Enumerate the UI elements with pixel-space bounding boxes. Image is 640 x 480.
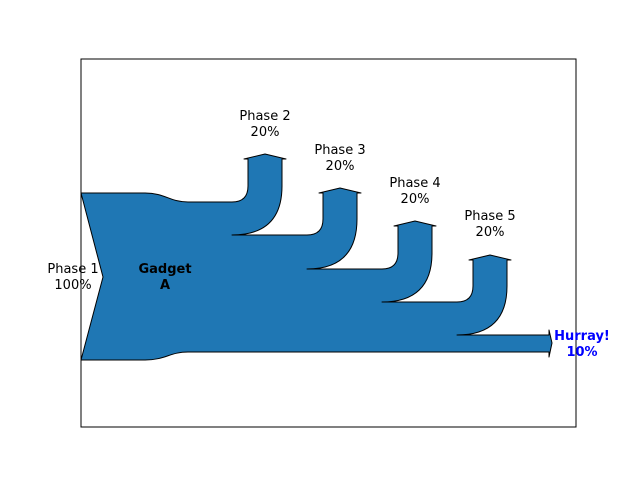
flow-label-hurray: Hurray!: [554, 329, 610, 344]
axes-frame: [80, 58, 577, 428]
sankey-flow-body: [80, 153, 553, 361]
flow-value-phase-1: 100%: [54, 278, 91, 293]
flow-label-phase-3: Phase 3: [314, 143, 365, 158]
flow-value-phase-2: 20%: [251, 125, 280, 140]
flow-label-phase-1: Phase 1: [47, 262, 98, 277]
flow-value-phase-3: 20%: [326, 159, 355, 174]
flow-label-phase-5: Phase 5: [464, 209, 515, 224]
flow-label-phase-4: Phase 4: [389, 176, 440, 191]
flow-value-phase-4: 20%: [401, 192, 430, 207]
flow-value-hurray: 10%: [566, 345, 597, 360]
center-label-line-2: A: [160, 278, 170, 293]
flow-label-phase-2: Phase 2: [239, 109, 290, 124]
sankey-labels: Phase 1 100% Phase 2 20% Phase 3 20% Pha…: [47, 109, 609, 360]
center-label-line-1: Gadget: [138, 262, 191, 277]
flow-value-phase-5: 20%: [476, 225, 505, 240]
